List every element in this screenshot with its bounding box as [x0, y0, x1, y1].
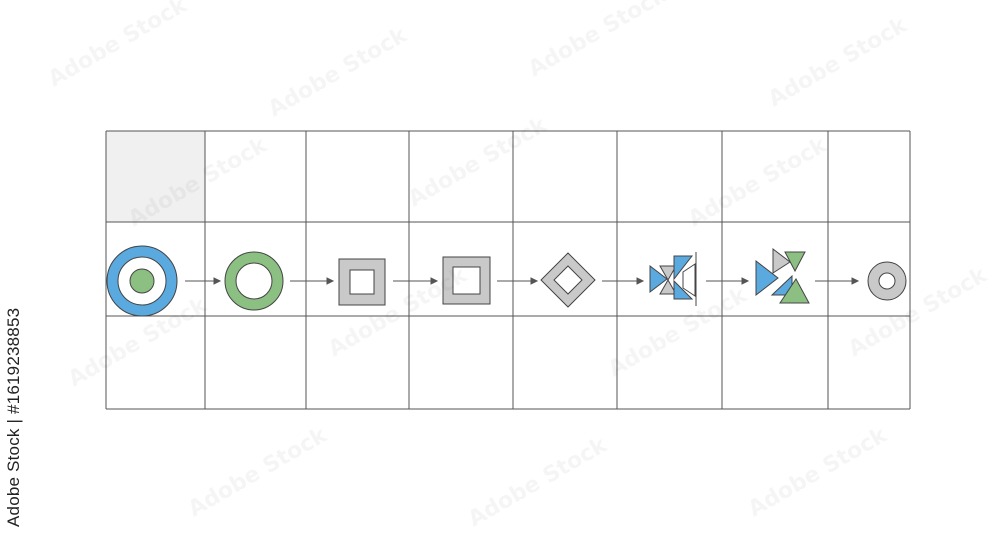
side-credit-text: Adobe Stock | #1619238853 — [4, 307, 23, 527]
gray-diamond-frame-icon — [540, 252, 596, 308]
grid-lines — [105, 130, 911, 410]
arrow-icon — [706, 277, 750, 285]
green-ring-icon — [224, 251, 284, 311]
arrow-icon — [815, 277, 860, 285]
small-gray-ring-icon — [867, 261, 907, 301]
arrow-icon — [393, 277, 439, 285]
arrow-icon — [497, 277, 539, 285]
flow-arrows — [185, 277, 860, 285]
arrow-icon — [290, 277, 335, 285]
bowtie-triangles-icon — [755, 247, 810, 304]
gray-square-frame-large-icon — [442, 256, 491, 305]
arrow-icon — [185, 277, 222, 285]
split-triangles-icon — [649, 252, 697, 306]
blue-ring-with-green-dot-icon — [106, 245, 178, 317]
gray-square-frame-icon — [338, 258, 386, 306]
arrow-icon — [602, 277, 645, 285]
highlighted-cell — [106, 131, 205, 222]
